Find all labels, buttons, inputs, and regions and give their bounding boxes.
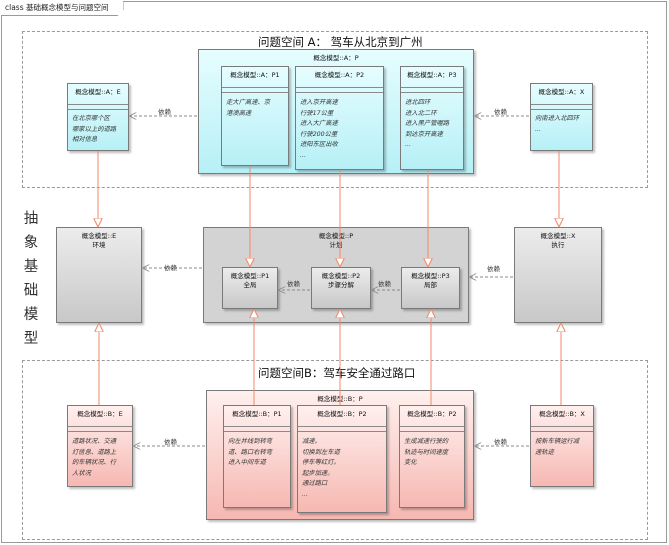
problem-space-a-region	[22, 31, 648, 188]
p1-class[interactable]: 概念模型::P1 全局	[222, 267, 278, 309]
b-p-container-title: 概念模型::B：P	[317, 395, 363, 403]
a-p1-body: 走大广高速、京港澳高速	[226, 99, 271, 117]
e-title: 概念模型::E 环境	[81, 232, 117, 249]
b-x-body: 按新车辆运行减速轨迹	[535, 438, 580, 456]
b-p3-body: 生成减速行驶的轨迹与时间速度 变化	[404, 438, 449, 466]
p2-title: 概念模型::P2 步骤分解	[321, 272, 361, 289]
x-title: 概念模型::X 执行	[540, 232, 576, 249]
b-p1-title: 概念模型::B：P1	[232, 410, 282, 418]
a-e-title: 概念模型::A：E	[75, 88, 121, 96]
dependency-label: 依赖	[494, 438, 507, 446]
a-p2-body: 进入京开高速行驶17公里 进入大广高速行驶200公里 进阳东区出收...	[300, 99, 338, 159]
dependency-label: 依赖	[158, 108, 171, 116]
frame-title: class 基础概念模型与问题空间	[1, 1, 124, 16]
a-p3-title: 概念模型::A：P3	[407, 71, 457, 79]
b-p2-class[interactable]: 概念模型::B：P2 减速。切换到左车道 停车等红灯。起步加速。 通过路口...	[297, 405, 387, 513]
a-p-container-title: 概念模型::A：P	[313, 54, 359, 62]
abstraction-base-model-label: 抽 象 基 础 模 型	[23, 211, 39, 347]
dependency-label: 依赖	[378, 280, 391, 288]
a-x-title: 概念模型::A：X	[538, 88, 585, 96]
p3-class[interactable]: 概念模型::P3 局部	[401, 267, 460, 309]
b-e-title: 概念模型::B：E	[77, 410, 123, 418]
a-p2-title: 概念模型::A：P2	[314, 71, 365, 79]
p-container-title: 概念模型::P 计划	[318, 232, 354, 249]
a-x-class[interactable]: 概念模型::A：X 向南进入北四环...	[530, 83, 593, 151]
b-p2-body: 减速。切换到左车道 停车等红灯。起步加速。 通过路口...	[302, 438, 340, 498]
b-x-title: 概念模型::B：X	[539, 410, 585, 418]
b-p1-class[interactable]: 概念模型::B：P1 向左并线到转弯道、路口右转弯 进入中间车道	[223, 405, 291, 508]
a-e-body: 在北京哪个区哪家以上的道路 相对信息	[72, 115, 117, 143]
p2-class[interactable]: 概念模型::P2 步骤分解	[311, 267, 371, 309]
b-p3-title: 概念模型::B：P2	[407, 410, 457, 418]
p3-title: 概念模型::P3 局部	[411, 272, 450, 289]
dependency-label: 依赖	[164, 438, 177, 446]
b-e-class[interactable]: 概念模型::B：E 道路状况、交通灯信息、道路上 的车辆状况、行人状况	[67, 405, 133, 487]
a-p3-class[interactable]: 概念模型::A：P3 进北四环进入北二环 进入黑产管喔路到达京开高速 ...	[400, 66, 464, 170]
b-p1-body: 向左并线到转弯道、路口右转弯 进入中间车道	[228, 438, 273, 466]
b-p3-class[interactable]: 概念模型::B：P2 生成减速行驶的轨迹与时间速度 变化	[399, 405, 465, 508]
dependency-label: 依赖	[487, 265, 500, 273]
x-class[interactable]: 概念模型::X 执行	[514, 227, 602, 323]
b-x-class[interactable]: 概念模型::B：X 按新车辆运行减速轨迹	[530, 405, 594, 487]
p1-title: 概念模型::P1 全局	[230, 272, 270, 289]
a-p1-class[interactable]: 概念模型::A：P1 走大广高速、京港澳高速	[221, 66, 289, 166]
a-p3-body: 进北四环进入北二环 进入黑产管喔路到达京开高速 ...	[405, 99, 450, 148]
a-p1-title: 概念模型::A：P1	[230, 71, 280, 79]
dependency-label: 依赖	[287, 280, 300, 288]
problem-space-b-title: 问题空间B：驾车安全通过路口	[258, 366, 416, 380]
problem-space-a-title: 问题空间 A： 驾车从北京到广州	[258, 35, 423, 49]
dependency-label: 依赖	[494, 108, 507, 116]
a-x-body: 向南进入北四环...	[535, 115, 580, 133]
b-p2-title: 概念模型::B：P2	[317, 410, 367, 418]
dependency-label: 依赖	[164, 264, 177, 272]
problem-space-b-region	[22, 360, 648, 540]
e-class[interactable]: 概念模型::E 环境	[56, 227, 142, 323]
b-e-body: 道路状况、交通灯信息、道路上 的车辆状况、行人状况	[72, 438, 117, 477]
a-e-class[interactable]: 概念模型::A：E 在北京哪个区哪家以上的道路 相对信息	[67, 83, 129, 151]
a-p2-class[interactable]: 概念模型::A：P2 进入京开高速行驶17公里 进入大广高速行驶200公里 进阳…	[295, 66, 384, 170]
